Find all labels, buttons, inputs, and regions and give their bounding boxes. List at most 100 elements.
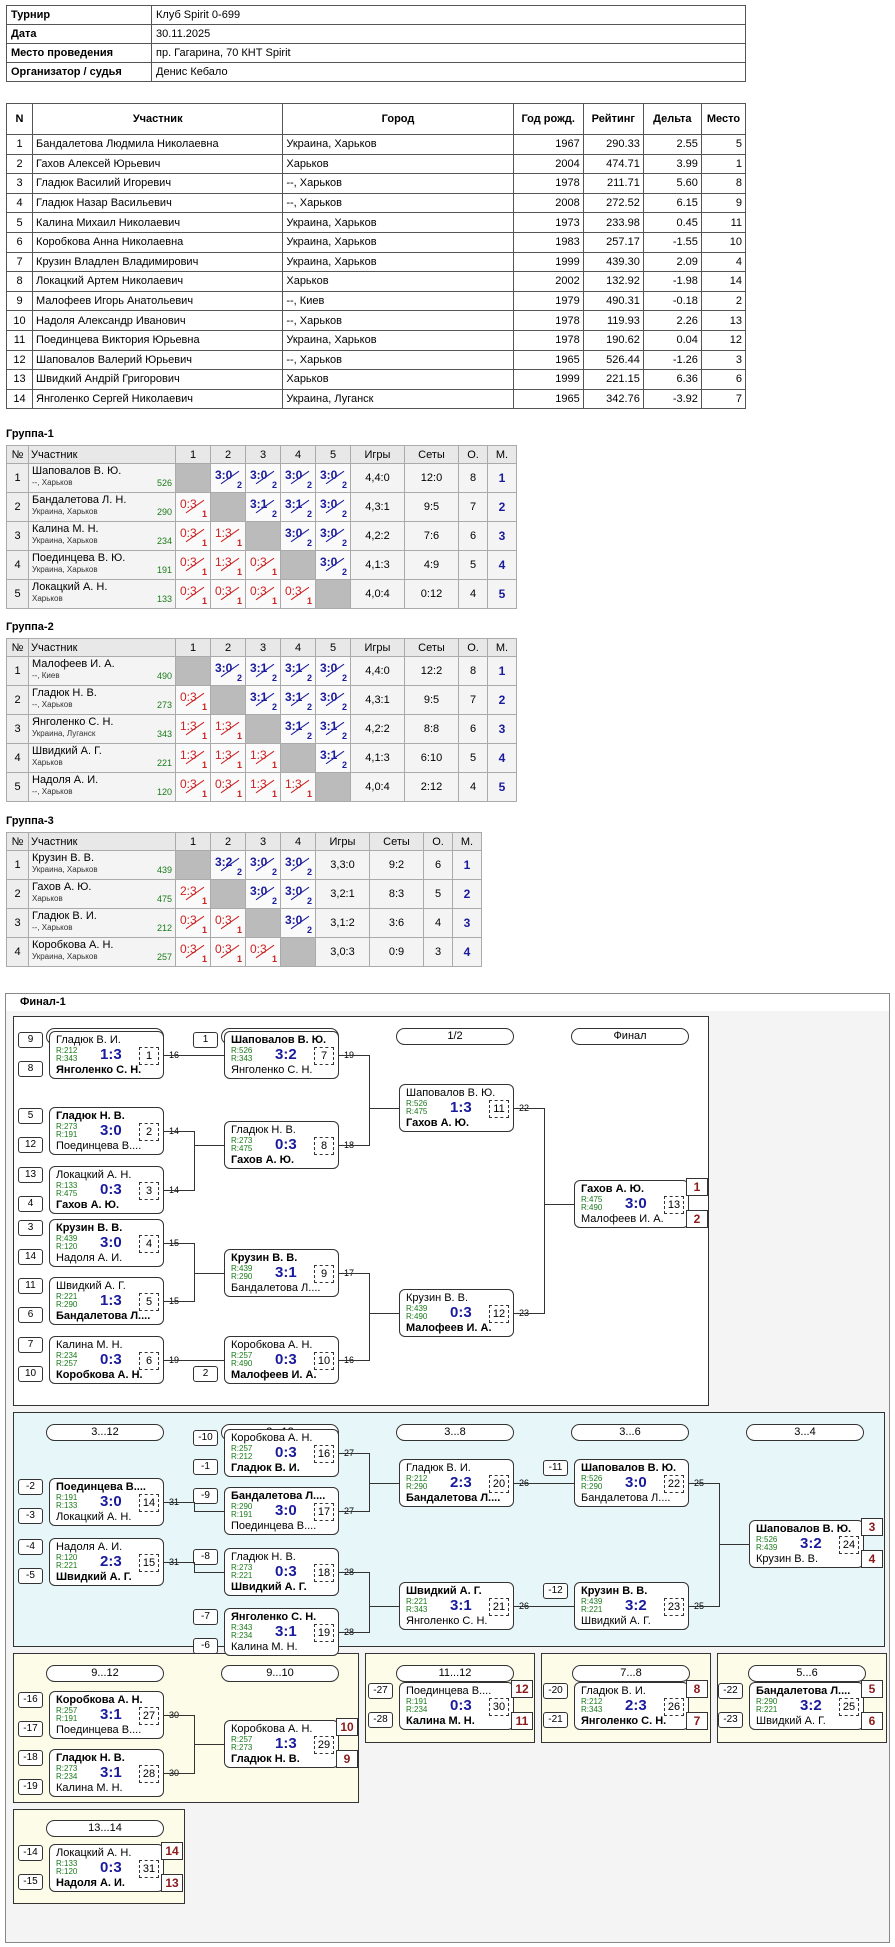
- match-player-2: Янголенко С. Н.: [231, 1064, 313, 1076]
- group-player-city-text: Украина, Харьков: [32, 507, 98, 516]
- group-header-cell: 3: [245, 832, 281, 851]
- info-value: Денис Кебало: [151, 62, 746, 82]
- group-player-name: Шаповалов В. Ю.: [32, 465, 122, 477]
- match-rating-2: R:234: [56, 1772, 78, 1781]
- group-player-rating: 526: [156, 478, 172, 488]
- group-games: 4,0:4: [350, 579, 405, 609]
- match-number: 4: [139, 1235, 159, 1253]
- group-points: 4: [423, 908, 453, 938]
- final-bracket: Финал-1 1/81/41/2Финал3...123...123...83…: [5, 993, 890, 1943]
- participant-cell: Коробкова Анна Николаевна: [32, 231, 284, 253]
- group-points: 8: [458, 463, 488, 493]
- participant-cell: 211.71: [582, 173, 644, 194]
- group-result-cell: [175, 850, 211, 880]
- match-source-1: 7: [18, 1337, 43, 1353]
- match-score: 3:1: [450, 1597, 472, 1614]
- group-sets: 0:9: [369, 937, 424, 967]
- group-result-points: 2: [306, 673, 312, 683]
- group-player-city-text: Харьков: [32, 894, 63, 903]
- match-place-1: 10: [336, 1718, 358, 1736]
- participant-cell: 2.26: [642, 310, 702, 331]
- group-result-points: 1: [271, 760, 277, 770]
- group-header-cell: 1: [175, 445, 211, 464]
- group-result-points: 1: [201, 702, 207, 712]
- match-number: 12: [489, 1305, 509, 1323]
- match-rating-1: R:221: [406, 1597, 428, 1606]
- match-player-2: Малофеев И. А.: [406, 1322, 492, 1334]
- participant-cell: 221.15: [582, 369, 644, 390]
- match-rating-1: R:526: [581, 1474, 603, 1483]
- group-header-cell: Игры: [350, 638, 405, 657]
- match-score: 0:3: [450, 1697, 472, 1714]
- match-rating-2: R:490: [231, 1359, 253, 1368]
- group-player-rating: 475: [156, 894, 172, 904]
- group-result-points: 1: [271, 567, 277, 577]
- match-rating-1: R:439: [581, 1597, 603, 1606]
- round-label: 3...8: [396, 1424, 514, 1441]
- match-rating-2: R:221: [756, 1705, 778, 1714]
- match-rating-2: R:475: [406, 1107, 428, 1116]
- participant-cell: --, Харьков: [282, 173, 514, 194]
- group-points: 3: [423, 937, 453, 967]
- match-number: 22: [664, 1475, 684, 1493]
- match-source-1: -8: [193, 1549, 218, 1565]
- group-player-name: Гладюк Н. В.: [32, 687, 97, 699]
- group-player-city-text: Украина, Харьков: [32, 536, 98, 545]
- match-number: 19: [314, 1624, 334, 1642]
- match-player-1: Крузин В. В.: [406, 1292, 469, 1304]
- match-source-1: -12: [543, 1583, 568, 1599]
- match-place-1: 1: [686, 1178, 708, 1196]
- bracket-line: [689, 1483, 719, 1484]
- group-header-cell: 1: [175, 638, 211, 657]
- match-player-1: Надоля А. И.: [56, 1541, 123, 1553]
- participant-cell: Украина, Харьков: [282, 329, 514, 351]
- match-player-2: Надоля А. И.: [56, 1252, 123, 1264]
- group-player-name: Гахов А. Ю.: [32, 881, 92, 893]
- match-score: 2:3: [450, 1474, 472, 1491]
- bracket-line: [369, 1572, 370, 1607]
- group-row-number: 1: [6, 463, 29, 493]
- match-place-2: 11: [511, 1712, 533, 1730]
- group-result-points: 1: [236, 760, 242, 770]
- group-sets: 0:12: [404, 579, 459, 609]
- participant-cell: Харьков: [282, 153, 514, 175]
- group-result-points: 2: [271, 480, 277, 490]
- match-number: 7: [314, 1047, 334, 1065]
- match-place-2: 9: [336, 1750, 358, 1768]
- group-header-cell: №: [6, 638, 29, 657]
- group-row-number: 4: [6, 550, 29, 580]
- match-player-1: Крузин В. В.: [231, 1252, 298, 1264]
- match-player-1: Коробкова А. Н.: [231, 1432, 313, 1444]
- group-header-cell: Игры: [350, 445, 405, 464]
- group-result-points: 2: [271, 673, 277, 683]
- group-row-number: 2: [6, 492, 29, 522]
- group-games: 4,0:4: [350, 772, 405, 802]
- group-games: 4,1:3: [350, 550, 405, 580]
- group-header-cell: 3: [245, 638, 281, 657]
- match-rating-1: R:526: [231, 1046, 253, 1055]
- participant-cell: 6.15: [642, 192, 702, 214]
- group-games: 4,4:0: [350, 463, 405, 493]
- participants-header-cell: Рейтинг: [582, 103, 644, 135]
- group-games: 4,4:0: [350, 656, 405, 686]
- match-rating-1: R:439: [56, 1234, 78, 1243]
- group-place: 3: [452, 908, 482, 938]
- participant-cell: 1965: [512, 349, 584, 371]
